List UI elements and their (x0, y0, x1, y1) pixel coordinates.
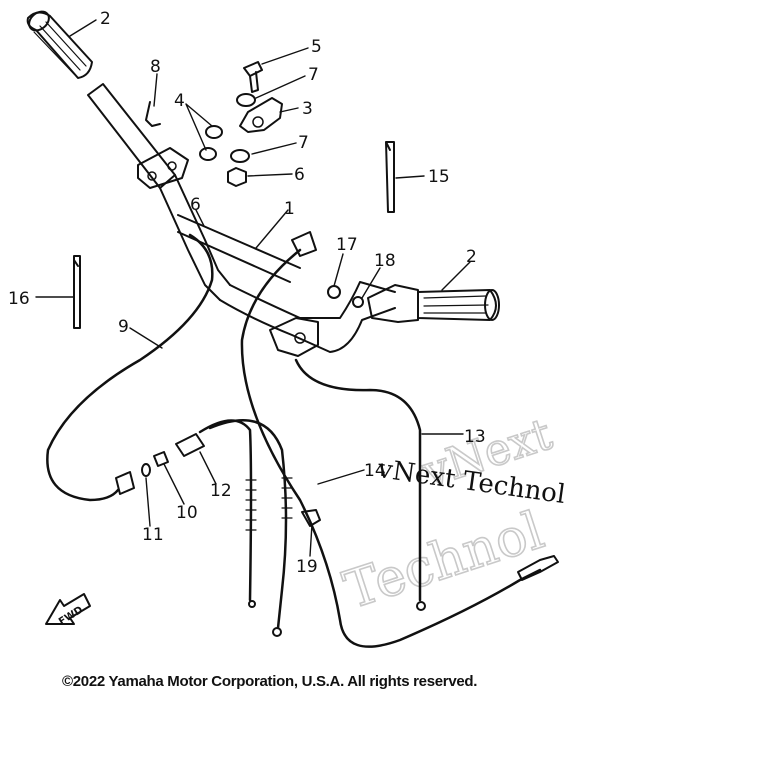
cable-14 (240, 231, 559, 648)
callout-11: 11 (142, 525, 164, 545)
callout-6-upper: 6 (294, 165, 305, 185)
callout-13: 13 (464, 427, 486, 447)
callout-17: 17 (336, 235, 358, 255)
callout-4: 4 (174, 91, 185, 111)
cable-12 (198, 419, 293, 637)
callout-2-right: 2 (466, 247, 477, 267)
callout-10: 10 (176, 503, 198, 523)
callout-16: 16 (8, 289, 30, 309)
callout-6-lower: 6 (190, 195, 201, 215)
callout-12: 12 (210, 481, 232, 501)
small-parts (73, 141, 395, 527)
svg-text:Technol: Technol (337, 501, 551, 622)
cable-13 (294, 358, 426, 611)
callout-15: 15 (428, 167, 450, 187)
watermark: vNext Technol vNext Technol (336, 408, 567, 622)
forward-arrow-icon: FWD (45, 593, 91, 628)
leader-lines (35, 19, 471, 557)
callout-8: 8 (150, 57, 161, 77)
callout-5: 5 (311, 37, 322, 57)
right-grip (367, 284, 500, 323)
callout-3: 3 (302, 99, 313, 119)
callout-1: 1 (284, 199, 295, 219)
callout-7-lower: 7 (298, 133, 309, 153)
callout-7-upper: 7 (308, 65, 319, 85)
callout-18: 18 (374, 251, 396, 271)
callout-9: 9 (118, 317, 129, 337)
cable-9 (46, 233, 214, 502)
callout-19: 19 (296, 557, 318, 577)
adjuster-parts (141, 433, 205, 477)
lever-bracket-parts (145, 61, 283, 187)
callout-14: 14 (364, 461, 386, 481)
copyright-text: ©2022 Yamaha Motor Corporation, U.S.A. A… (62, 673, 478, 690)
left-grip (26, 10, 93, 79)
callout-labels: 1 2 2 3 4 5 6 6 7 7 8 9 10 11 12 13 14 1… (8, 9, 486, 577)
callout-2-top: 2 (100, 9, 111, 29)
